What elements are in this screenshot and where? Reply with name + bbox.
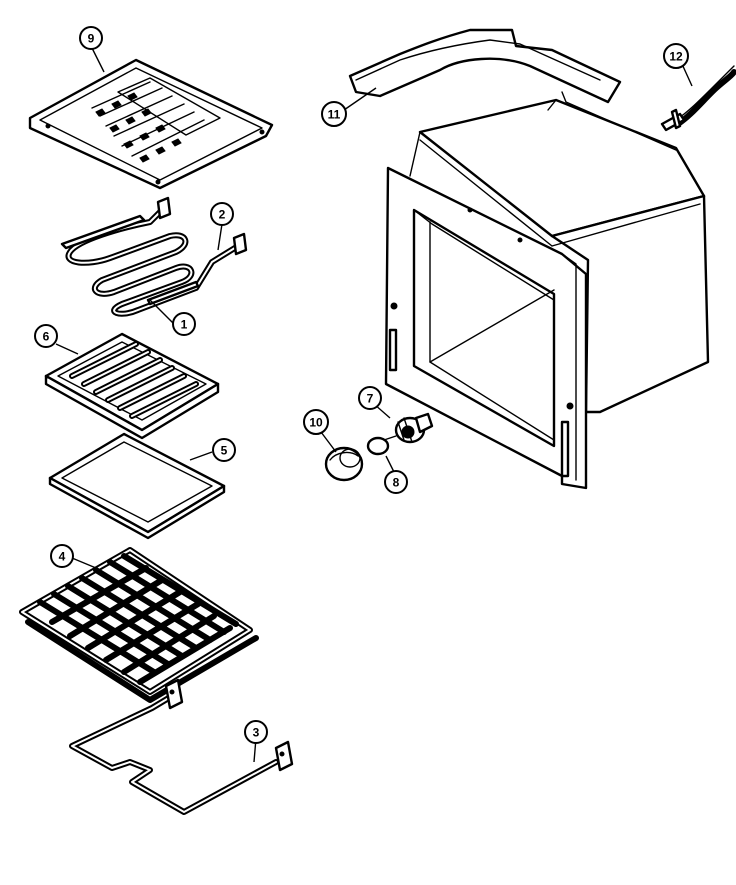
callout-12: 12 (663, 43, 689, 69)
part-broil-pan (48, 432, 226, 540)
part-top-insulation (348, 28, 622, 104)
leader-lines (55, 47, 693, 763)
rack-bars (37, 553, 239, 685)
part-broil-element (60, 196, 248, 317)
part-light-lens (324, 446, 364, 482)
callout-5: 5 (212, 438, 236, 462)
callout-7: 7 (358, 386, 382, 410)
part-burner-shield (28, 58, 274, 190)
callout-6-label: 6 (43, 330, 50, 344)
part-bake-element (69, 678, 294, 815)
callout-3: 3 (244, 720, 268, 744)
callout-11-label: 11 (328, 108, 341, 122)
part-broil-pan-grid (44, 332, 220, 440)
callout-6: 6 (34, 324, 58, 348)
callout-11: 11 (321, 101, 347, 127)
callout-9: 9 (79, 26, 103, 50)
callout-10-label: 10 (309, 416, 323, 430)
callout-2: 2 (210, 202, 234, 226)
callout-4-label: 4 (59, 550, 66, 564)
callout-4: 4 (50, 544, 74, 568)
callout-9-label: 9 (88, 32, 95, 46)
part-oven-cavity (384, 91, 710, 490)
part-oven-rack (19, 547, 259, 703)
callout-8-label: 8 (393, 476, 400, 490)
shield-slots (91, 81, 205, 163)
callout-7-label: 7 (367, 392, 374, 406)
callout-3-label: 3 (253, 726, 260, 740)
callout-2-label: 2 (219, 208, 226, 222)
callout-1: 1 (172, 312, 196, 336)
callout-10: 10 (303, 409, 329, 435)
part-light-bulb (366, 435, 397, 456)
part-light-socket (394, 412, 434, 444)
callout-5-label: 5 (221, 444, 228, 458)
callout-12-label: 12 (669, 50, 683, 64)
part-wire-harness (660, 65, 736, 132)
callout-8: 8 (384, 470, 408, 494)
callout-1-label: 1 (181, 318, 188, 332)
